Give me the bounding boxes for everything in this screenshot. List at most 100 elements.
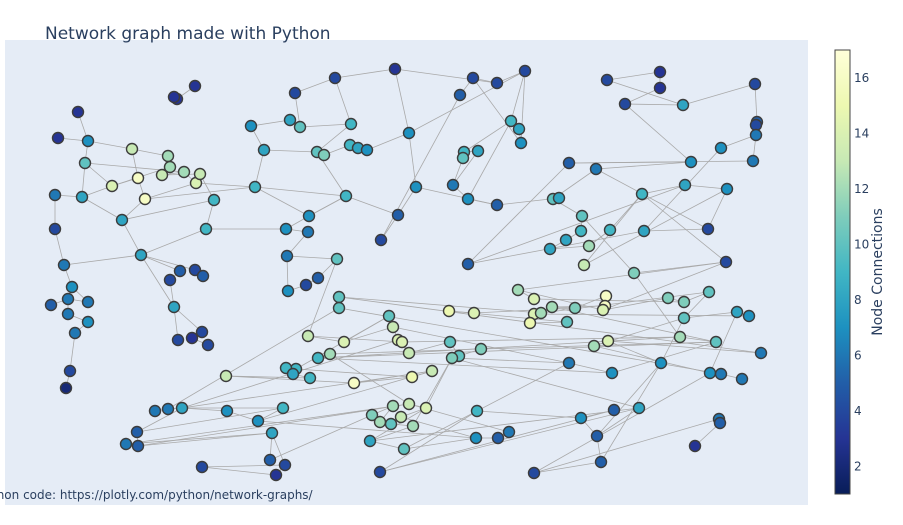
graph-node[interactable] <box>138 192 152 206</box>
graph-node[interactable] <box>677 295 691 309</box>
graph-node[interactable] <box>81 295 95 309</box>
graph-node[interactable] <box>134 248 148 262</box>
graph-node[interactable] <box>735 372 749 386</box>
graph-node[interactable] <box>163 273 177 287</box>
graph-node[interactable] <box>130 425 144 439</box>
graph-node[interactable] <box>653 65 667 79</box>
graph-node[interactable] <box>185 331 199 345</box>
graph-node[interactable] <box>701 222 715 236</box>
graph-node[interactable] <box>512 122 526 136</box>
graph-node[interactable] <box>323 347 337 361</box>
graph-node[interactable] <box>490 198 504 212</box>
graph-node[interactable] <box>406 419 420 433</box>
graph-node[interactable] <box>456 151 470 165</box>
graph-node[interactable] <box>632 401 646 415</box>
graph-node[interactable] <box>251 414 265 428</box>
graph-node[interactable] <box>303 371 317 385</box>
graph-node[interactable] <box>286 367 300 381</box>
graph-node[interactable] <box>263 453 277 467</box>
graph-node[interactable] <box>467 306 481 320</box>
graph-node[interactable] <box>461 257 475 271</box>
graph-node[interactable] <box>148 404 162 418</box>
graph-node[interactable] <box>502 425 516 439</box>
graph-node[interactable] <box>330 252 344 266</box>
graph-node[interactable] <box>677 311 691 325</box>
graph-node[interactable] <box>374 233 388 247</box>
graph-node[interactable] <box>360 143 374 157</box>
graph-node[interactable] <box>125 142 139 156</box>
graph-node[interactable] <box>48 188 62 202</box>
graph-node[interactable] <box>332 290 346 304</box>
graph-node[interactable] <box>201 338 215 352</box>
graph-node[interactable] <box>474 342 488 356</box>
graph-node[interactable] <box>317 148 331 162</box>
graph-node[interactable] <box>702 285 716 299</box>
graph-node[interactable] <box>754 346 768 360</box>
graph-node[interactable] <box>373 465 387 479</box>
graph-node[interactable] <box>288 86 302 100</box>
graph-node[interactable] <box>115 213 129 227</box>
graph-node[interactable] <box>344 117 358 131</box>
graph-node[interactable] <box>559 233 573 247</box>
graph-node[interactable] <box>68 326 82 340</box>
graph-node[interactable] <box>299 278 313 292</box>
graph-node[interactable] <box>280 249 294 263</box>
graph-node[interactable] <box>61 307 75 321</box>
graph-node[interactable] <box>469 431 483 445</box>
graph-node[interactable] <box>709 335 723 349</box>
graph-node[interactable] <box>365 408 379 422</box>
graph-node[interactable] <box>587 339 601 353</box>
graph-node[interactable] <box>560 315 574 329</box>
graph-node[interactable] <box>523 316 537 330</box>
graph-node[interactable] <box>61 292 75 306</box>
graph-node[interactable] <box>562 356 576 370</box>
graph-node[interactable] <box>65 280 79 294</box>
graph-node[interactable] <box>748 77 762 91</box>
graph-node[interactable] <box>601 334 615 348</box>
graph-node[interactable] <box>574 411 588 425</box>
graph-node[interactable] <box>453 88 467 102</box>
graph-node[interactable] <box>409 180 423 194</box>
graph-node[interactable] <box>661 291 675 305</box>
graph-node[interactable] <box>442 304 456 318</box>
graph-node[interactable] <box>574 224 588 238</box>
graph-node[interactable] <box>443 335 457 349</box>
graph-node[interactable] <box>635 187 649 201</box>
graph-node[interactable] <box>207 193 221 207</box>
graph-node[interactable] <box>193 167 207 181</box>
graph-node[interactable] <box>269 468 283 482</box>
graph-node[interactable] <box>75 190 89 204</box>
graph-node[interactable] <box>470 404 484 418</box>
graph-node[interactable] <box>311 271 325 285</box>
graph-node[interactable] <box>195 460 209 474</box>
graph-node[interactable] <box>347 376 361 390</box>
graph-node[interactable] <box>730 305 744 319</box>
graph-node[interactable] <box>684 155 698 169</box>
graph-node[interactable] <box>44 298 58 312</box>
graph-node[interactable] <box>167 90 181 104</box>
graph-node[interactable] <box>220 404 234 418</box>
graph-node[interactable] <box>446 178 460 192</box>
graph-node[interactable] <box>131 171 145 185</box>
graph-node[interactable] <box>504 114 518 128</box>
graph-node[interactable] <box>491 431 505 445</box>
graph-node[interactable] <box>78 156 92 170</box>
graph-node[interactable] <box>534 306 548 320</box>
graph-node[interactable] <box>391 208 405 222</box>
graph-node[interactable] <box>163 160 177 174</box>
graph-node[interactable] <box>545 300 559 314</box>
graph-node[interactable] <box>654 356 668 370</box>
graph-node[interactable] <box>471 144 485 158</box>
graph-node[interactable] <box>603 223 617 237</box>
graph-node[interactable] <box>248 180 262 194</box>
graph-node[interactable] <box>599 289 613 303</box>
graph-node[interactable] <box>105 179 119 193</box>
graph-node[interactable] <box>713 416 727 430</box>
graph-node[interactable] <box>425 364 439 378</box>
graph-node[interactable] <box>131 439 145 453</box>
graph-node[interactable] <box>188 79 202 93</box>
graph-node[interactable] <box>514 136 528 150</box>
graph-node[interactable] <box>703 366 717 380</box>
graph-node[interactable] <box>363 434 377 448</box>
graph-node[interactable] <box>257 143 271 157</box>
